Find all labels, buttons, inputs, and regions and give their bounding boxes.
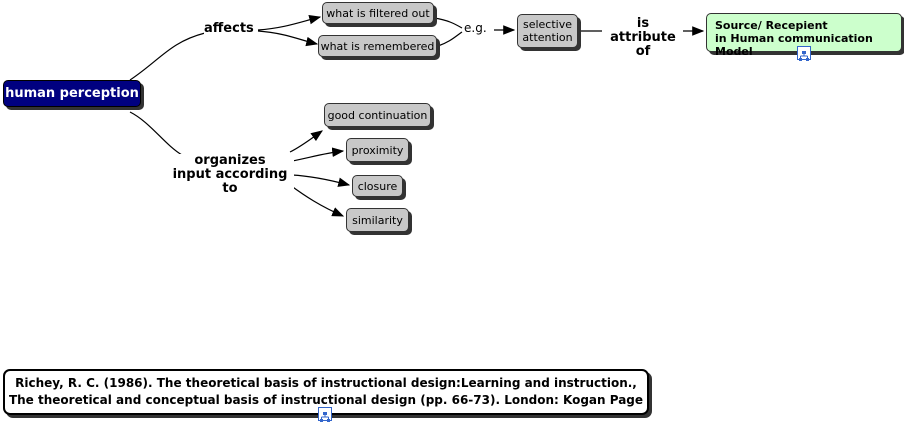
edge-filtered-eg (433, 17, 463, 29)
node-closure[interactable]: closure (352, 175, 403, 197)
concept-map-resource-icon[interactable] (318, 407, 332, 422)
node-source-recipient-line1: Source/ Recepient (715, 19, 828, 32)
node-human-perception[interactable]: human perception (3, 80, 141, 107)
edge-perception-organizes (129, 111, 183, 156)
node-good-continuation-label: good continuation (327, 108, 428, 122)
resource-icon-glyph (320, 412, 330, 422)
node-proximity-label: proximity (351, 143, 404, 157)
node-source-recipient[interactable]: Source/ Recepient in Human communication… (706, 13, 902, 58)
link-affects: affects (204, 21, 254, 36)
node-what-is-remembered[interactable]: what is remembered (318, 35, 437, 57)
node-proximity[interactable]: proximity (346, 138, 409, 162)
edge-perception-affects (129, 32, 206, 81)
concept-map-resource-icon[interactable] (797, 46, 811, 61)
resource-icon-glyph (799, 51, 809, 61)
node-selective-attention[interactable]: selective attention (517, 14, 578, 48)
node-selective-attention-label: selective attention (522, 18, 573, 44)
node-reference-line2: The theoretical and conceptual basis of … (8, 393, 644, 407)
edge-organizes-proximity (291, 147, 345, 162)
node-good-continuation[interactable]: good continuation (324, 103, 431, 127)
node-source-recipient-text: Source/ Recepient in Human communication… (715, 19, 901, 58)
node-similarity-label: similarity (352, 213, 403, 227)
edge-remembered-eg (437, 31, 463, 47)
edge-organizes-continuation (289, 130, 323, 153)
link-eg: e.g. (464, 21, 487, 35)
link-organizes-line2: input according to (172, 167, 288, 196)
node-reference-text: Richey, R. C. (1986). The theoretical ba… (9, 375, 643, 409)
node-closure-label: closure (357, 179, 398, 193)
link-organizes-line1: organizes (194, 153, 266, 168)
link-is-attribute-of: is attribute of (603, 17, 683, 59)
node-what-is-filtered-out-label: what is filtered out (326, 6, 430, 20)
node-what-is-remembered-label: what is remembered (320, 39, 435, 53)
edge-affects-filtered (257, 14, 322, 31)
node-reference[interactable]: Richey, R. C. (1986). The theoretical ba… (3, 369, 649, 415)
link-is-attribute-of-line1: is attribute (610, 16, 676, 45)
node-human-perception-label: human perception (5, 86, 139, 101)
node-what-is-filtered-out[interactable]: what is filtered out (322, 2, 434, 24)
node-similarity[interactable]: similarity (346, 208, 409, 232)
node-source-recipient-line2: in Human communication Model (715, 32, 873, 58)
node-reference-line1: Richey, R. C. (1986). The theoretical ba… (15, 376, 637, 390)
edge-organizes-closure (291, 174, 351, 187)
link-organizes-input: organizes input according to (166, 154, 294, 196)
edge-organizes-similarity (289, 184, 345, 217)
link-is-attribute-of-line2: of (635, 44, 651, 59)
edge-affects-remembered (257, 30, 319, 47)
